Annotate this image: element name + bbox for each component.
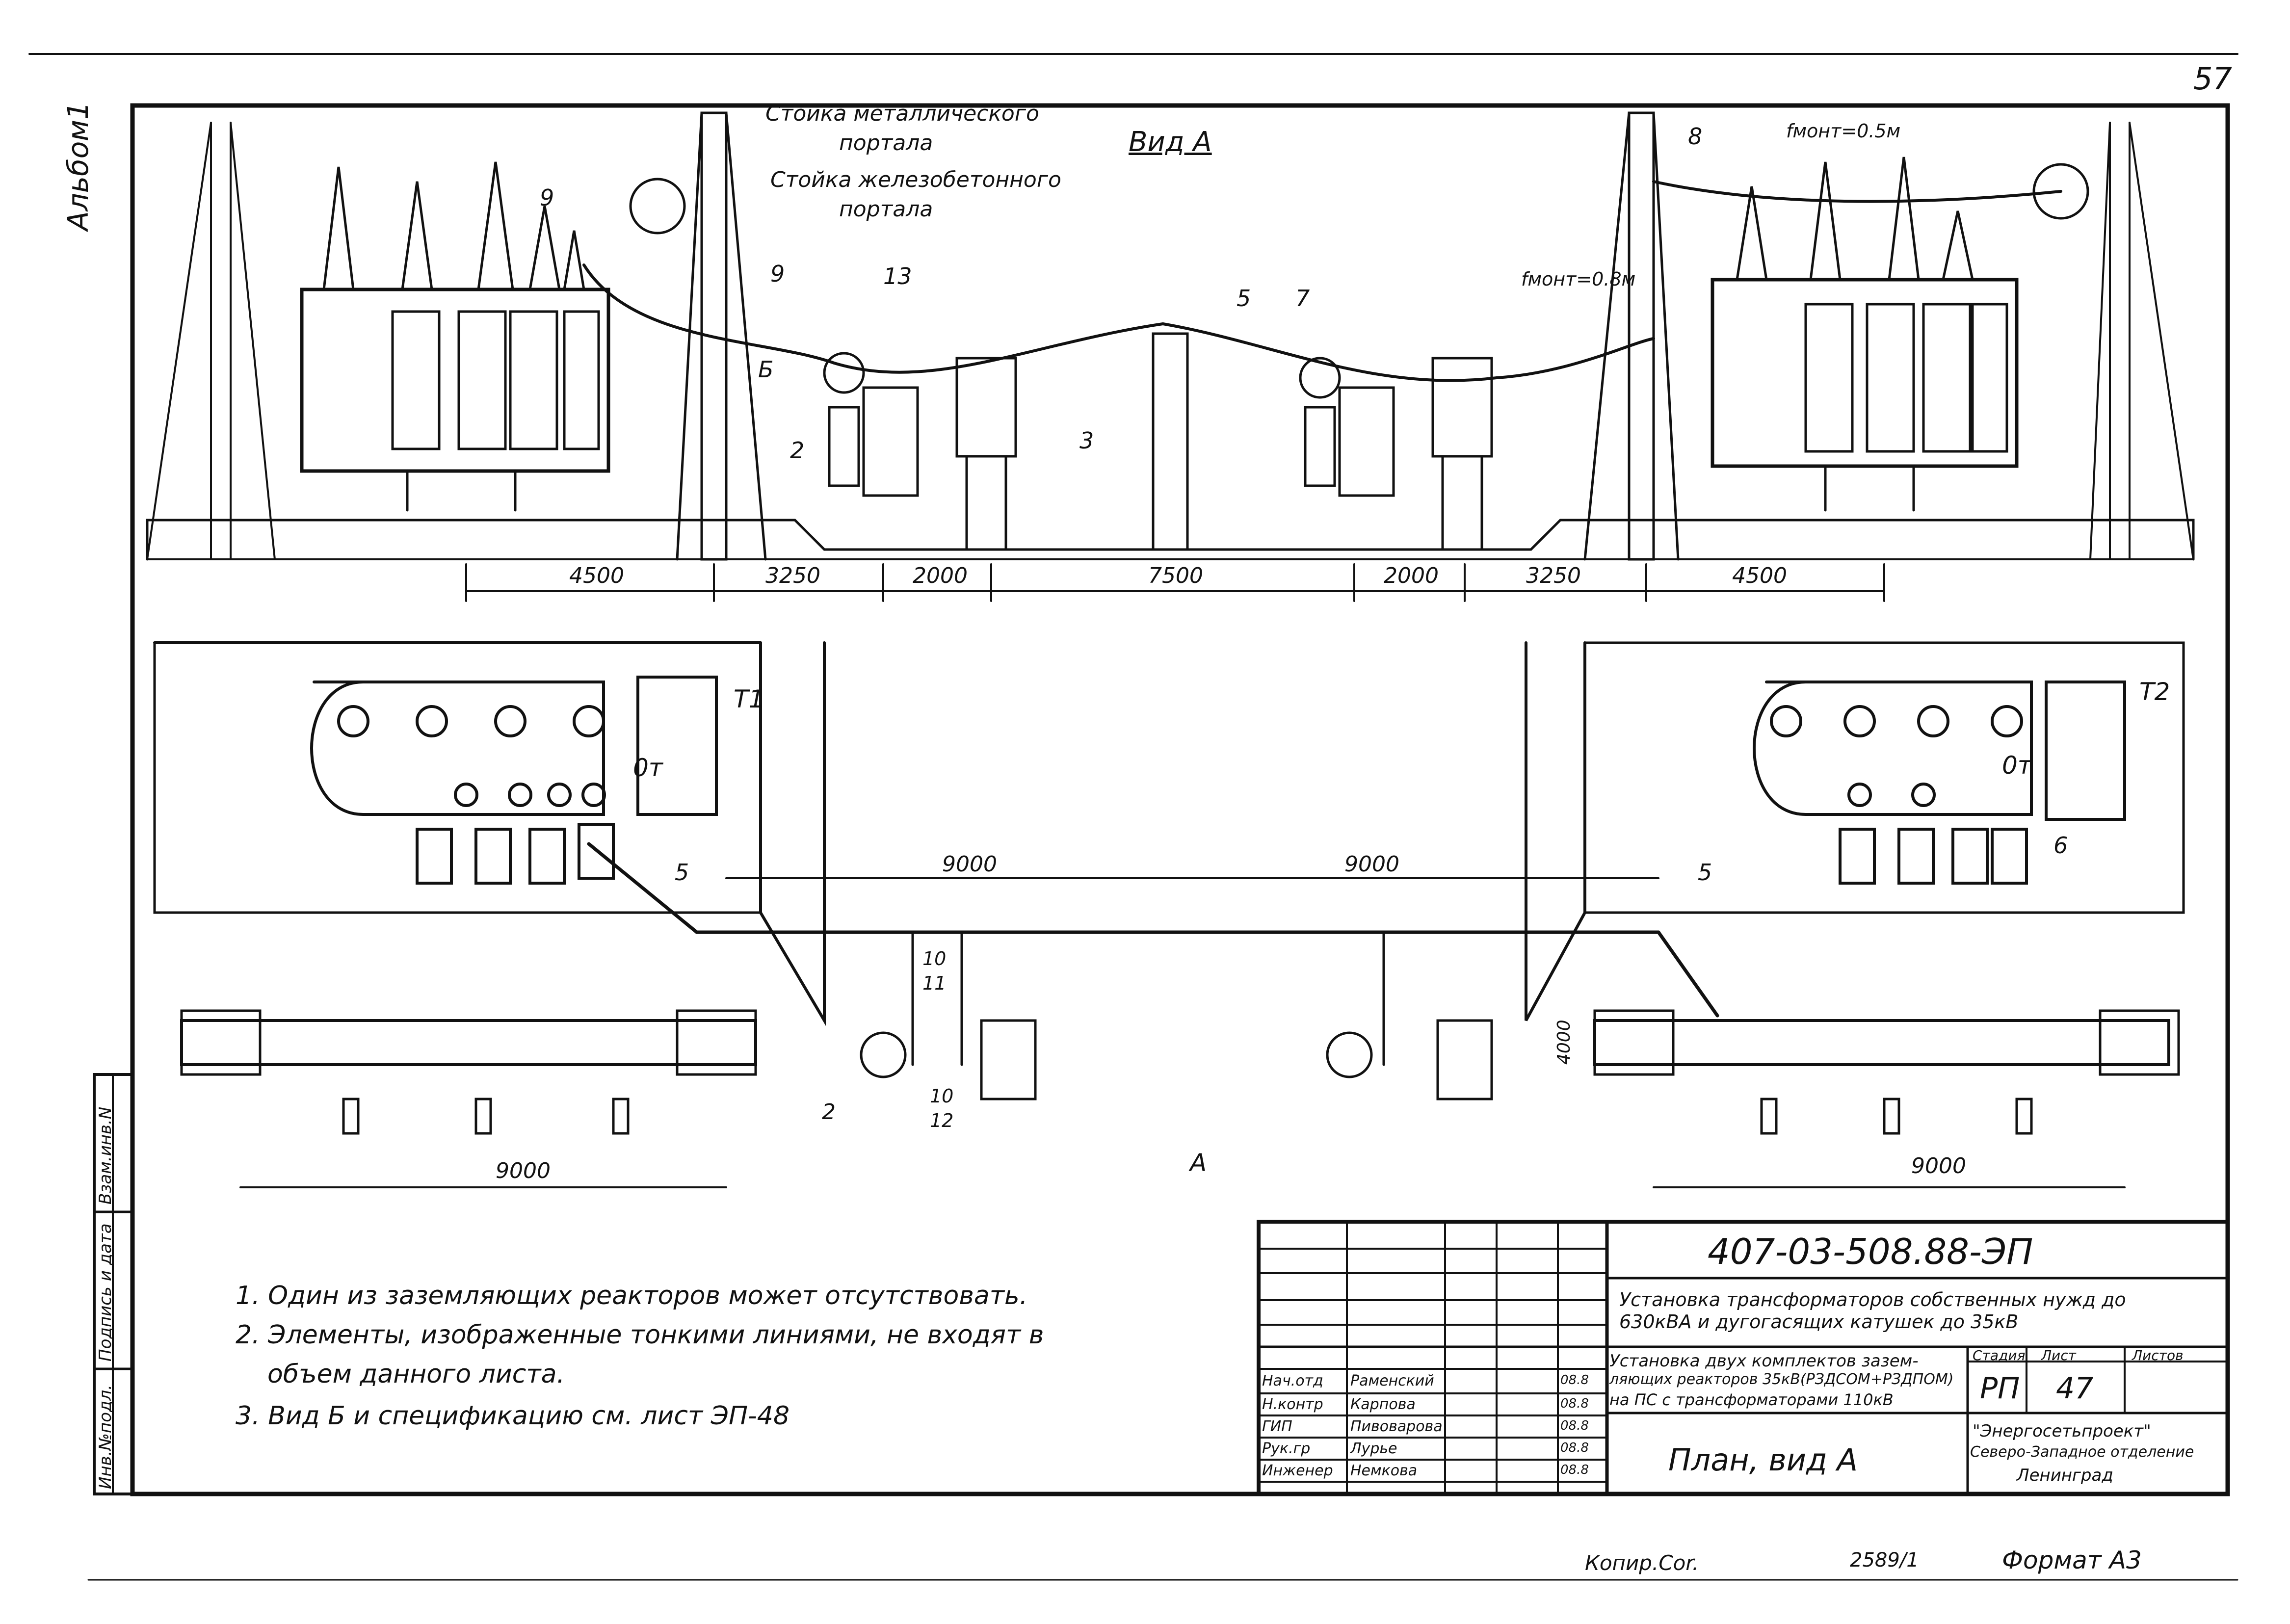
dim-4500-right: 4500 [1732, 563, 1787, 588]
plan-item-11: 11 [922, 972, 947, 994]
staff-role-1: Нач.отд [1262, 1372, 1323, 1389]
plan-item-5-right: 5 [1698, 859, 1712, 886]
staff-role-4: Рук.гр [1262, 1440, 1311, 1457]
item-13: 13 [883, 263, 912, 289]
note-1: 1. Один из заземляющих реакторов может о… [236, 1281, 1028, 1310]
staff-role-5: Инженер [1262, 1462, 1333, 1479]
stage-header: Стадия [1973, 1347, 2026, 1363]
drawing-title-1: Установка двух комплектов зазем- [1609, 1351, 1919, 1371]
org-city: Ленинград [2017, 1466, 2113, 1485]
item-7: 7 [1295, 285, 1310, 312]
staff-date-5: 08.8 [1560, 1463, 1589, 1477]
plan-view [153, 641, 2185, 1188]
staff-role-3: ГИП [1262, 1418, 1292, 1435]
callout-concrete-portal-2: портала [839, 197, 933, 222]
arrow-b-label: Б [758, 356, 774, 383]
transformer-t1-plan [310, 676, 718, 885]
plan-item-10a: 10 [922, 948, 947, 969]
note-3: 3. Вид Б и спецификацию см. лист ЭП-48 [236, 1401, 790, 1431]
page-number: 57 [2193, 61, 2232, 97]
dim-4500-left: 4500 [569, 563, 624, 588]
reactors-elevation [823, 332, 1493, 551]
dim-2000-right: 2000 [1384, 563, 1439, 588]
stage-value: РП [1980, 1371, 2020, 1406]
drawing-title-3: на ПС с трансформаторами 110кВ [1609, 1390, 1894, 1409]
callout-concrete-portal: Стойка железобетонного [770, 167, 1061, 192]
label-ot-left: 0т [633, 754, 663, 782]
sheet-format: Формат А3 [2002, 1546, 2142, 1574]
item-5: 5 [1237, 285, 1251, 312]
dim-3250-right: 3250 [1526, 563, 1581, 588]
staff-date-1: 08.8 [1560, 1373, 1589, 1388]
plan-dim-bottom-left: 9000 [496, 1158, 551, 1183]
plan-item-5-left: 5 [675, 859, 689, 886]
side-stamp-replace: Взам.инв.N [96, 1106, 115, 1205]
note-2: 2. Элементы, изображенные тонкими линиям… [236, 1320, 1044, 1350]
item-9a: 9 [540, 184, 554, 211]
copy-mark: Копир.Cor. [1585, 1551, 1699, 1575]
doc-code: 407-03-508.88-ЭП [1708, 1231, 2033, 1272]
title-block-grid [1257, 1220, 2230, 1496]
staff-role-2: Н.контр [1262, 1396, 1323, 1413]
staff-name-5: Немкова [1350, 1462, 1418, 1479]
staff-name-2: Карпова [1350, 1396, 1416, 1413]
plan-dim-side: 4000 [1554, 1020, 1574, 1065]
plan-item-2: 2 [822, 1100, 836, 1125]
staff-name-1: Раменский [1350, 1372, 1434, 1389]
plan-item-10b: 10 [930, 1085, 954, 1107]
sheets-header: Листов [2132, 1347, 2184, 1363]
inventory-number: 2589/1 [1850, 1549, 1919, 1572]
sag-label-mid: fмонт=0.8м [1521, 268, 1636, 290]
project-title-2: 630кВА и дугогасящих катушек до 35кВ [1619, 1311, 2019, 1333]
org-branch: Северо-Западное отделение [1970, 1443, 2194, 1461]
sag-label-top: fмонт=0.5м [1786, 120, 1901, 142]
view-a-title: Вид А [1129, 126, 1212, 158]
callout-metal-portal-2: портала [839, 131, 933, 156]
plan-item-6: 6 [2053, 832, 2068, 859]
note-2-cont: объем данного листа. [267, 1360, 565, 1389]
side-stamp-inventory: Инв.№подл. [96, 1385, 115, 1489]
dim-2000-left: 2000 [913, 563, 968, 588]
item-8: 8 [1688, 123, 1703, 150]
sheet-name: План, вид А [1668, 1442, 1858, 1478]
staff-date-3: 08.8 [1560, 1418, 1589, 1433]
view-a-elevation [146, 111, 2195, 602]
callout-metal-portal: Стойка металлического [765, 101, 1039, 126]
item-2: 2 [790, 437, 805, 464]
transformer-t2-plan [1753, 681, 2126, 885]
project-title-1: Установка трансформаторов собственных ну… [1619, 1289, 2126, 1310]
staff-name-4: Лурье [1350, 1440, 1397, 1457]
view-arrow-a: А [1190, 1149, 1207, 1177]
item-9b: 9 [770, 261, 785, 287]
staff-date-4: 08.8 [1560, 1441, 1589, 1455]
transformer-t2-elevation [1711, 157, 2019, 512]
side-stamp-signature: Подпись и дата [96, 1223, 115, 1362]
sheet-header: Лист [2041, 1347, 2076, 1363]
transformer-t1-elevation [300, 161, 610, 512]
label-t2: T2 [2139, 678, 2170, 706]
dim-7500: 7500 [1148, 563, 1203, 588]
album-label: Альбом1 [61, 102, 95, 231]
drawing-title-2: ляющих реакторов 35кВ(РЗДСОМ+РЗДПОМ) [1609, 1371, 1954, 1388]
label-ot-right: 0т [2002, 751, 2032, 780]
drawing-frame [130, 103, 2230, 1496]
plan-dim-top-right: 9000 [1344, 852, 1399, 877]
staff-date-2: 08.8 [1560, 1396, 1589, 1411]
staff-name-3: Пивоварова [1350, 1418, 1443, 1435]
plan-item-12: 12 [930, 1110, 954, 1131]
plan-dim-top-left: 9000 [942, 852, 997, 877]
dim-3250-left: 3250 [765, 563, 820, 588]
item-3: 3 [1079, 427, 1094, 454]
plan-dim-bottom-right: 9000 [1911, 1153, 1966, 1179]
sheet-value: 47 [2056, 1371, 2094, 1406]
org-name: "Энергосетьпроект" [1973, 1421, 2151, 1441]
label-t1: T1 [734, 685, 764, 713]
